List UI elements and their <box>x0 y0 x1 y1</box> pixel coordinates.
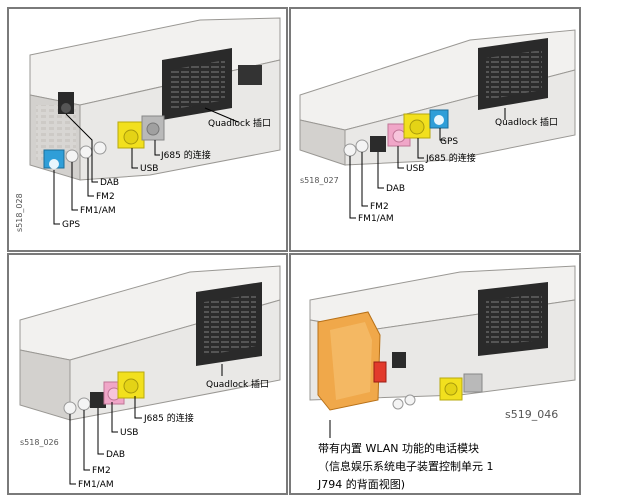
panel-2: Quadlock 插口 GPS J685 的连接 USB DAB FM2 FM1… <box>289 7 581 252</box>
panel-1-j685-label: J685 的连接 <box>160 149 211 161</box>
panel-2-fm2-label: FM2 <box>370 202 389 212</box>
panel-3-leaders <box>69 364 223 485</box>
panel-2-j685-label: J685 的连接 <box>425 152 476 164</box>
panel-4-caption-line-2: （信息娱乐系统电子装置控制单元 1 <box>318 459 494 473</box>
panel-4: s519_046 带有内置 WLAN 功能的电话模块 （信息娱乐系统电子装置控制… <box>289 253 581 495</box>
dab-connector <box>370 136 386 152</box>
panel-2-usb-label: USB <box>406 164 424 174</box>
black-connector <box>392 352 406 368</box>
panel-2-code: s518_027 <box>300 176 339 185</box>
panel-1-unit <box>29 17 281 181</box>
j685-connector <box>463 373 483 393</box>
panel-1: Quadlock 插口 J685 的连接 USB DAB FM2 FM1/AM … <box>7 7 288 252</box>
panel-1-quadlock-label: Quadlock 插口 <box>208 117 271 129</box>
panel-4-caption-line-1: 带有内置 WLAN 功能的电话模块 <box>318 441 479 455</box>
panel-2-leaders <box>349 108 506 219</box>
panel-2-dab-label: DAB <box>386 184 405 194</box>
panel-3-usb-label: USB <box>120 428 138 438</box>
panel-3-unit <box>19 265 281 421</box>
panel-2-fm1am-label: FM1/AM <box>358 214 394 224</box>
panel-3-fm2-label: FM2 <box>92 466 111 476</box>
panel-3-fm1am-label: FM1/AM <box>78 480 114 490</box>
panel-2-gps-label: GPS <box>440 137 458 147</box>
panel-4-code: s519_046 <box>505 408 558 421</box>
panel-3: Quadlock 插口 J685 的连接 USB DAB FM2 FM1/AM … <box>7 253 288 495</box>
fm2-connector <box>77 397 91 411</box>
panel-1-code: s518_028 <box>15 193 24 232</box>
panel-1-leaders <box>53 107 239 225</box>
fm1am-connector <box>343 143 357 157</box>
panel-1-usb-label: USB <box>140 164 158 174</box>
fm2-connector <box>79 145 93 159</box>
panel-2-unit <box>299 29 576 166</box>
panel-2-quadlock-label: Quadlock 插口 <box>495 116 558 128</box>
fm2-connector <box>355 139 369 153</box>
panel-3-j685-label: J685 的连接 <box>143 412 194 424</box>
fm1am-connector <box>65 149 79 163</box>
panel-1-fm1am-label: FM1/AM <box>80 206 116 216</box>
panel-3-dab-label: DAB <box>106 450 125 460</box>
fm1am-connector <box>63 401 77 415</box>
panel-3-code: s518_026 <box>20 438 59 447</box>
red-antenna-connector <box>373 361 387 383</box>
panel-3-quadlock-label: Quadlock 插口 <box>206 378 269 390</box>
panel-1-fm2-label: FM2 <box>96 192 115 202</box>
dab-connector <box>90 392 106 408</box>
panel-4-caption-line-3: J794 的背面视图) <box>317 477 405 491</box>
panel-1-dab-label: DAB <box>100 178 119 188</box>
panel-1-gps-label: GPS <box>62 220 80 230</box>
panel-4-unit <box>309 265 576 411</box>
